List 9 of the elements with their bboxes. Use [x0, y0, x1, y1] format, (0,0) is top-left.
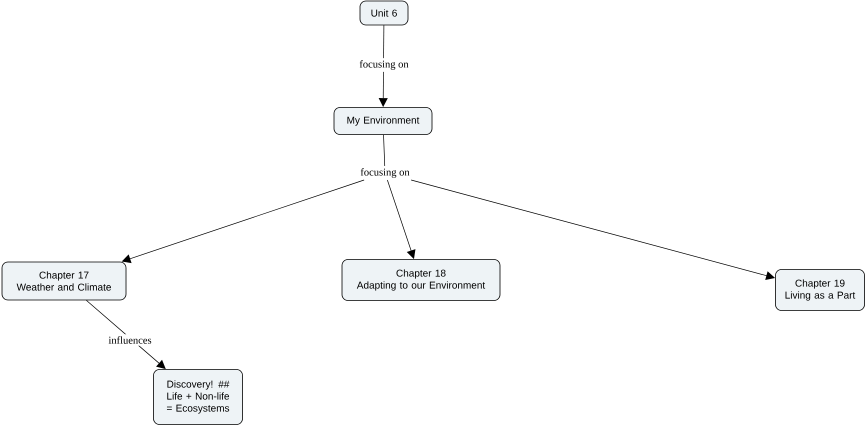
edge-label: influences: [106, 334, 154, 346]
concept-box: Unit 6: [360, 0, 408, 26]
concept-box: Chapter 19 Living as a Part: [775, 269, 865, 311]
linking-phrase: focusing on: [360, 168, 410, 178]
concept-box: My Environment: [334, 107, 432, 135]
concept-box: Discovery! ## Life + Non-life = Ecosystems: [153, 369, 243, 425]
concept-box: Chapter 17 Weather and Climate: [2, 262, 126, 300]
edge-label: focusing on: [357, 58, 411, 72]
concept-box: Chapter 18 Adapting to our Environment: [342, 259, 500, 301]
